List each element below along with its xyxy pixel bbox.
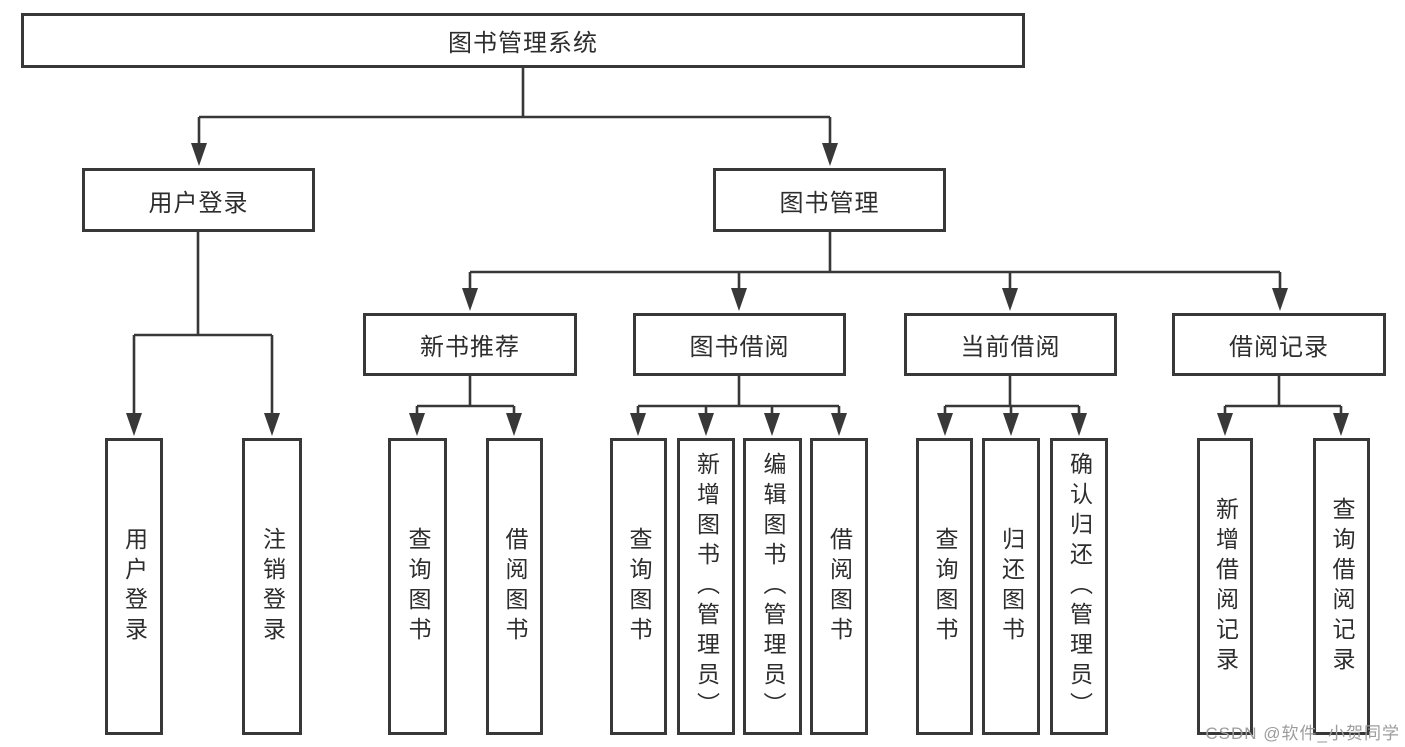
csdn-watermark: CSDN @软件_小贺同学 [1205,724,1400,743]
leaf-records-add-record: 新增借阅记录 [1197,438,1253,735]
leaf-logout-login-label: 注销登录 [259,526,286,647]
leaf-borrow-query-book: 查询图书 [610,438,667,735]
arrowhead [731,288,747,311]
leaf-borrow-query-book-label: 查询图书 [626,526,652,647]
leaf-recommend-query-book-label: 查询图书 [405,526,431,647]
leaf-borrow-edit-book-admin-label: 编辑图书（管理员） [760,451,786,722]
leaf-current-confirm-return-admin: 确认归还（管理员） [1050,438,1108,735]
connector-root-to-level1 [191,68,838,166]
arrowhead [191,143,207,166]
arrowhead [822,143,838,166]
node-book-borrow-label: 图书借阅 [689,334,790,361]
connector-user-login-to-leaves [126,232,280,436]
leaf-current-query-book-label: 查询图书 [932,526,958,647]
node-book-management-label: 图书管理 [779,189,880,217]
leaf-recommend-query-book: 查询图书 [388,438,447,735]
leaf-user-login: 用户登录 [105,438,163,735]
leaf-recommend-borrow-book: 借阅图书 [486,438,543,735]
leaf-current-confirm-return-admin-label: 确认归还（管理员） [1066,451,1093,722]
arrowhead [698,413,714,436]
arrowhead [1071,413,1087,436]
leaf-current-query-book: 查询图书 [916,438,973,735]
arrowhead [1002,288,1018,311]
leaf-logout-login: 注销登录 [242,438,302,735]
node-new-book-recommend-label: 新书推荐 [420,334,520,361]
node-root-label: 图书管理系统 [448,30,598,57]
arrowhead [630,413,646,436]
leaf-borrow-borrow-book: 借阅图书 [810,438,868,735]
node-borrow-records: 借阅记录 [1172,313,1386,376]
arrowhead [1333,413,1349,436]
arrowhead [126,413,142,436]
connector-new-book-recommend-to-leaves [409,376,522,436]
arrowhead [409,413,425,436]
node-new-book-recommend: 新书推荐 [363,313,577,376]
leaf-records-query-record: 查询借阅记录 [1313,438,1370,735]
node-book-management: 图书管理 [713,168,946,232]
arrowhead [1003,413,1019,436]
leaf-records-query-record-label: 查询借阅记录 [1329,496,1355,677]
arrowhead [462,288,478,311]
node-current-borrow: 当前借阅 [904,313,1117,376]
node-user-login-label: 用户登录 [148,189,249,217]
node-book-borrow: 图书借阅 [633,313,846,376]
leaf-records-add-record-label: 新增借阅记录 [1212,496,1239,677]
node-borrow-records-label: 借阅记录 [1229,334,1329,361]
arrowhead [506,413,522,436]
arrowhead [264,413,280,436]
leaf-borrow-add-book-admin: 新增图书（管理员） [677,438,735,735]
leaf-borrow-add-book-admin-label: 新增图书（管理员） [693,451,720,722]
leaf-current-return-book-label: 归还图书 [998,526,1025,647]
connector-book-borrow-to-leaves [630,376,847,436]
arrowhead [831,413,847,436]
arrowhead [1272,288,1288,311]
leaf-borrow-borrow-book-label: 借阅图书 [826,526,853,647]
arrowhead [937,413,953,436]
node-root: 图书管理系统 [21,13,1025,68]
node-user-login: 用户登录 [82,168,315,232]
arrowhead [764,413,780,436]
arrowhead [1217,413,1233,436]
connector-borrow-records-to-leaves [1217,376,1349,436]
connector-current-borrow-to-leaves [937,376,1087,436]
leaf-current-return-book: 归还图书 [982,438,1040,735]
leaf-borrow-edit-book-admin: 编辑图书（管理员） [743,438,802,735]
leaf-user-login-label: 用户登录 [121,526,148,647]
leaf-recommend-borrow-book-label: 借阅图书 [502,526,528,647]
connector-book-management-to-level2 [462,232,1288,311]
node-current-borrow-label: 当前借阅 [960,334,1061,361]
